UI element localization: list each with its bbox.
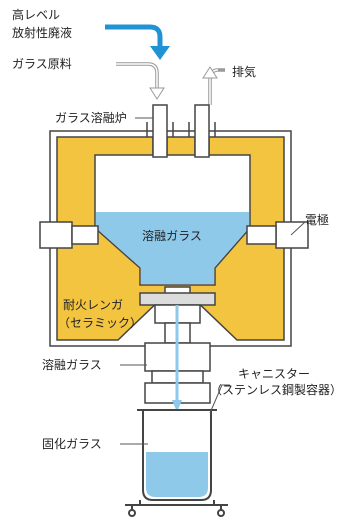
solidified-glass-fill xyxy=(146,452,208,497)
label-hlw-line1: 高レベル xyxy=(12,7,60,22)
stream-arrowhead xyxy=(172,400,182,412)
leader-lines xyxy=(120,117,306,445)
feed-pipe xyxy=(152,104,168,158)
glass-raw-feed-arrow xyxy=(116,62,165,100)
label-refractory-line1: 耐火レンガ xyxy=(63,298,123,312)
label-molten-glass-stream: 溶融ガラス xyxy=(42,357,102,372)
label-melter: ガラス溶融炉 xyxy=(55,110,127,125)
hlw-feed-arrow xyxy=(105,24,170,60)
exhaust-pipe xyxy=(194,104,210,158)
label-electrode: 電極 xyxy=(305,212,329,227)
electrode-left xyxy=(39,221,99,249)
label-canister-line1: キャニスター xyxy=(238,367,310,381)
label-exhaust: 排気 xyxy=(232,64,256,79)
label-molten-glass-pool: 溶融ガラス xyxy=(142,228,202,243)
label-canister-line2: （ステンレス鋼製容器） xyxy=(210,382,342,397)
electrode-right xyxy=(246,221,309,249)
label-refractory-line2: （セラミック） xyxy=(58,316,142,330)
label-hlw-line2: 放射性廃液 xyxy=(12,25,72,40)
molten-glass-pool xyxy=(96,212,249,284)
exhaust-arrow xyxy=(202,66,225,105)
label-glass-raw: ガラス原料 xyxy=(12,57,72,71)
canister xyxy=(137,409,217,501)
label-solidified-glass: 固化ガラス xyxy=(42,437,102,451)
canister-stand xyxy=(125,500,228,517)
pipe-collars xyxy=(146,122,216,137)
